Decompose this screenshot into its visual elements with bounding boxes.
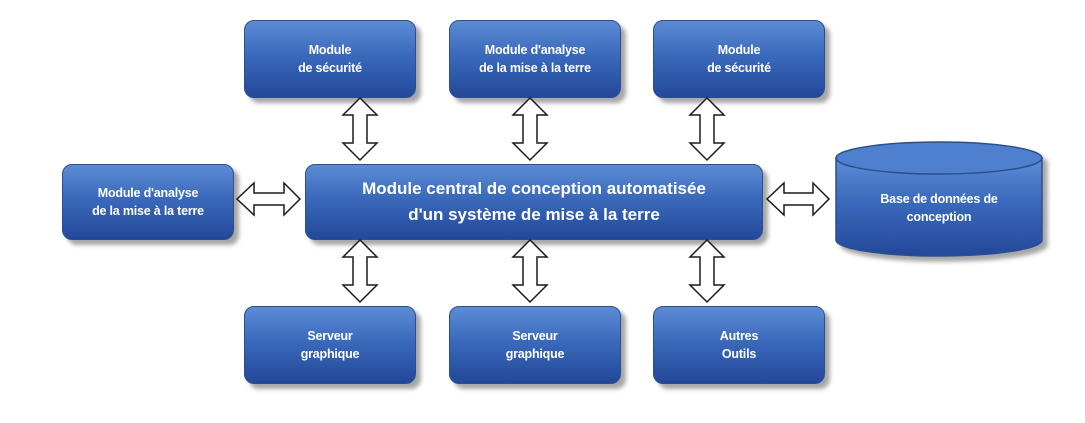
double-arrow-icon [688,96,726,162]
database-box: Base de données de conception [836,168,1042,248]
security-module-box-1: Module de sécurité [244,20,416,98]
double-arrow-icon [688,238,726,304]
double-arrow-icon [341,238,379,304]
database-label: Base de données de conception [880,192,998,224]
double-arrow-icon [511,238,549,304]
graphics-server-box-1: Serveur graphique [244,306,416,384]
double-arrow-icon [341,96,379,162]
security-module-label-1: Module de sécurité [298,43,362,75]
security-module-box-2: Module de sécurité [653,20,825,98]
security-module-label-2: Module de sécurité [707,43,771,75]
double-arrow-icon [765,181,831,217]
double-arrow-icon [235,181,302,217]
double-arrow-icon [511,96,549,162]
other-tools-label: Autres Outils [719,329,759,361]
central-module-box: Module central de conception automatisée… [305,164,763,240]
grounding-analysis-module-box-top: Module d'analyse de la mise à la terre [449,20,621,98]
other-tools-box: Autres Outils [653,306,825,384]
central-module-label: Module central de conception automatisée… [362,179,706,224]
graphics-server-label-1: Serveur graphique [300,329,360,361]
grounding-analysis-module-label-top: Module d'analyse de la mise à la terre [479,43,591,75]
graphics-server-box-2: Serveur graphique [449,306,621,384]
grounding-analysis-module-label-left: Module d'analyse de la mise à la terre [92,186,204,218]
grounding-analysis-module-box-left: Module d'analyse de la mise à la terre [62,164,234,240]
graphics-server-label-2: Serveur graphique [505,329,565,361]
